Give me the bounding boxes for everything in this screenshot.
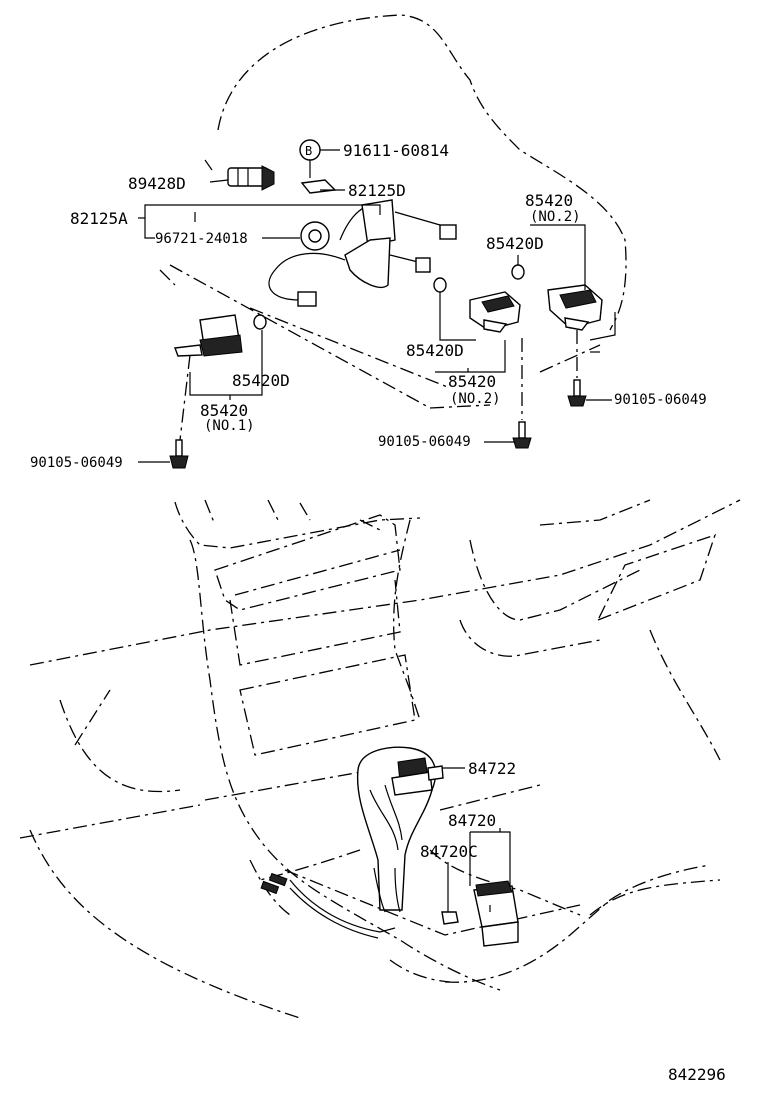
label-harness-a: 82125A [70,209,128,228]
sensor-89428d [227,165,275,191]
label-bolt-b: 91611-60814 [343,141,449,160]
switch-85420-no2-right [547,284,603,331]
label-cap-d-top: 85420D [486,234,544,253]
switch-84722 [391,757,444,796]
label-cap-d-left: 85420D [232,371,290,390]
label-no2-top: (NO.2) [530,209,581,225]
dash-outline [19,499,741,1019]
switch-84720 [473,880,519,947]
label-no2-mid: (NO.2) [450,391,501,407]
label-screw-left: 90105-06049 [30,455,123,471]
label-shift-switch: 84722 [468,759,516,778]
cap-85420d-right [511,264,525,280]
cap-85420d-left [253,314,267,330]
label-switch-no1: 85420 [200,401,248,420]
label-diagram-number: 842296 [668,1065,726,1084]
upper-outline [159,14,627,409]
screw-mid [512,421,532,449]
label-switch-no2-top: 85420 [525,191,573,210]
labels: B 91611-60814 82125D 89428D 82125A 96721… [30,141,726,1084]
label-screw-mid: 90105-06049 [378,434,471,450]
label-sensor: 89428D [128,174,186,193]
bracket-82125d [300,179,337,194]
wire-harness-82125a [268,199,457,307]
switch-85420-no2-mid [469,291,521,333]
screw-left [169,439,189,469]
screw-right [567,379,587,407]
label-grommet: 96721-24018 [155,231,248,247]
switch-85420-no1-left [174,314,243,357]
label-bracket-d: 82125D [348,181,406,200]
upper-leaders [138,149,612,463]
label-console-switch: 84720 [448,811,496,830]
label-switch-no2-mid: 85420 [448,372,496,391]
wire-shift [260,872,396,939]
lower-leaders [442,767,511,912]
label-no1: (NO.1) [204,418,255,434]
label-cap-d-mid: 85420D [406,341,464,360]
label-console-clip: 84720C [420,842,478,861]
cap-85420d-mid [433,277,447,293]
label-b-symbol: B [305,144,312,158]
clip-84720c [441,911,459,925]
label-screw-right: 90105-06049 [614,392,707,408]
